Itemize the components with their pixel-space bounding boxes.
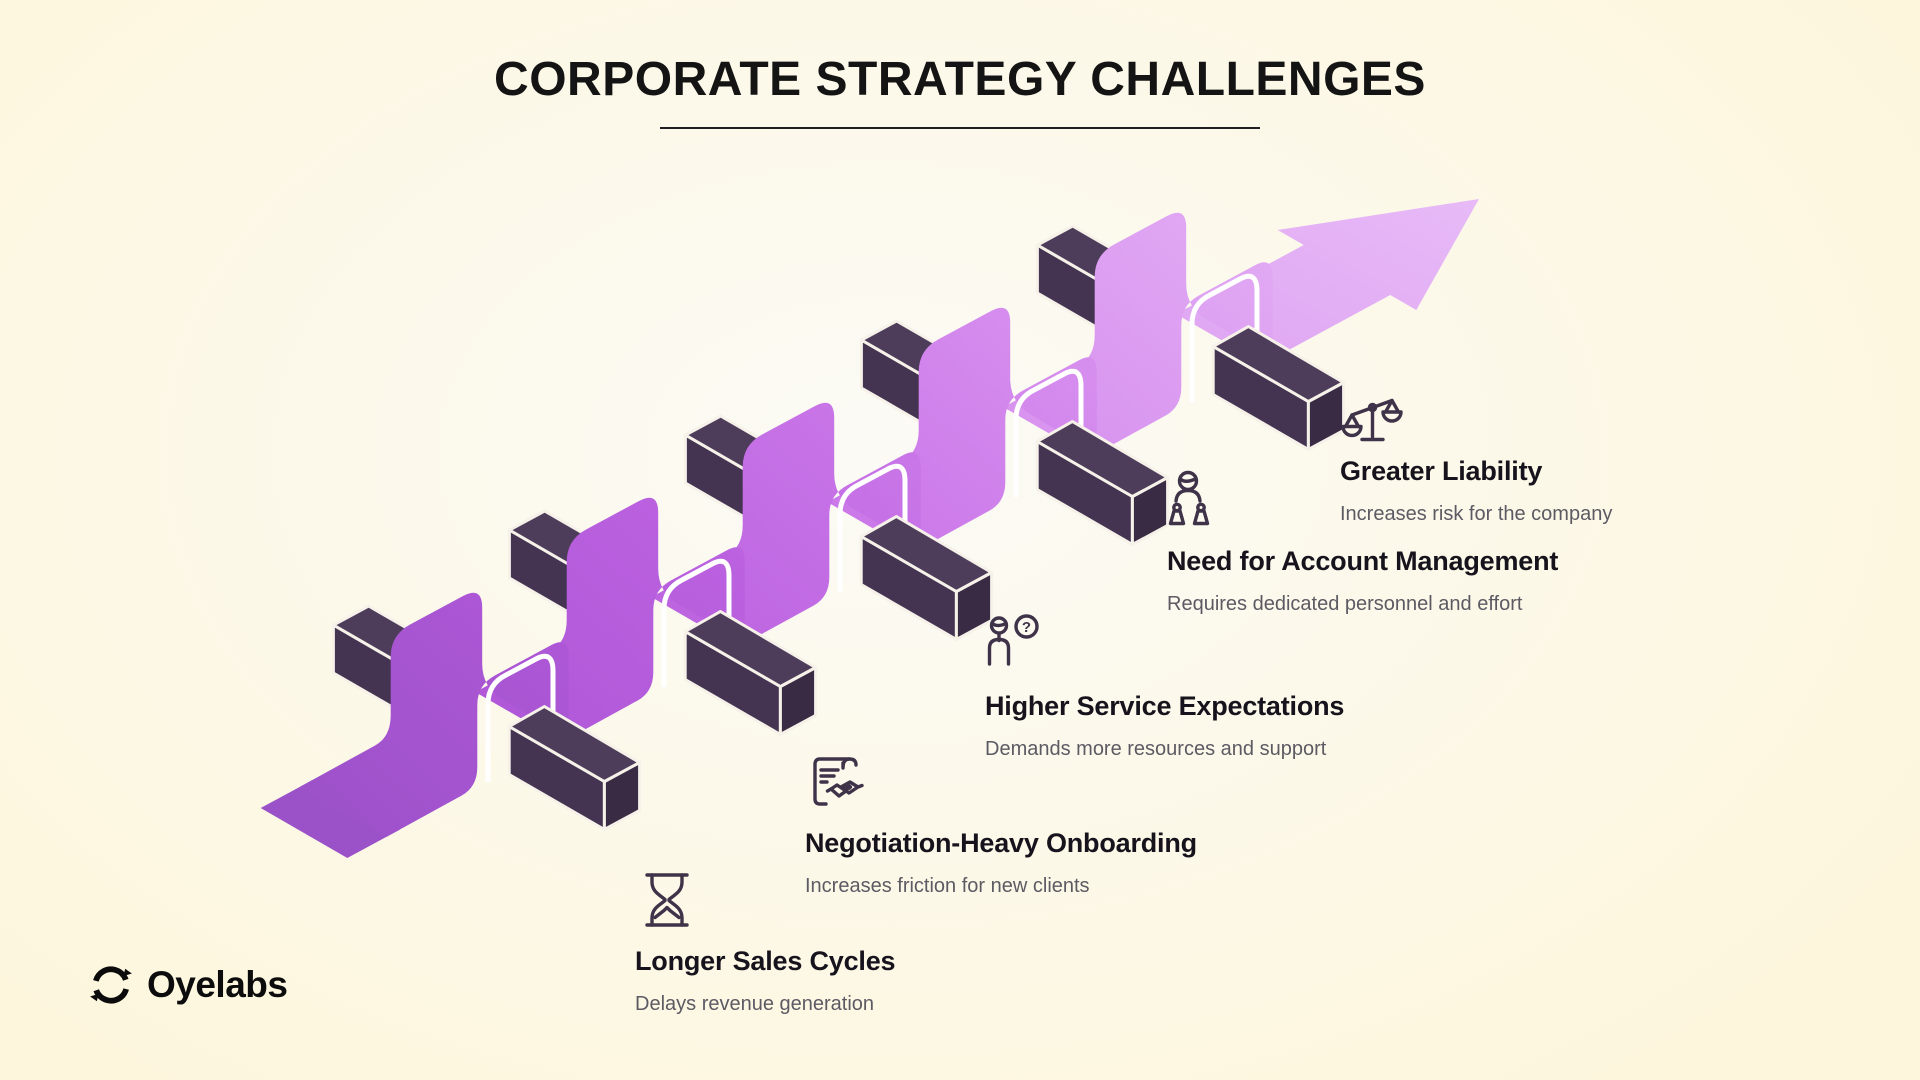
growth-arrow xyxy=(1175,199,1479,364)
challenge-description: Delays revenue generation xyxy=(635,993,875,1015)
brand-name: Oyelabs xyxy=(147,964,288,1005)
challenge-description: Requires dedicated personnel and effort xyxy=(1167,593,1523,615)
challenge-item-need-for-account-management: Need for Account Management Requires ded… xyxy=(1167,468,1558,616)
brand-logo: Oyelabs xyxy=(88,962,288,1008)
page-title: CORPORATE STRATEGY CHALLENGES xyxy=(494,53,1426,106)
challenge-description: Demands more resources and support xyxy=(985,738,1327,760)
challenge-title: Need for Account Management xyxy=(1167,546,1559,576)
svg-text:?: ? xyxy=(1022,619,1031,636)
challenge-description: Increases friction for new clients xyxy=(805,875,1090,897)
challenge-title: Negotiation-Heavy Onboarding xyxy=(805,828,1197,858)
person-question-icon: ? xyxy=(987,614,1039,666)
challenge-item-longer-sales-cycles: Longer Sales Cycles Delays revenue gener… xyxy=(635,868,896,1016)
scales-icon xyxy=(1341,398,1403,442)
challenge-item-negotiation-heavy-onboarding: Negotiation-Heavy Onboarding Increases f… xyxy=(805,750,1197,898)
challenge-description: Increases risk for the company xyxy=(1340,503,1613,525)
contract-handshake-icon xyxy=(813,757,864,806)
hurdle-1 xyxy=(260,592,642,858)
ribbon-tail xyxy=(260,779,401,858)
challenge-title: Higher Service Expectations xyxy=(985,691,1345,721)
hourglass-icon xyxy=(645,873,689,927)
account-management-icon xyxy=(1168,470,1210,526)
challenge-item-greater-liability: Greater Liability Increases risk for the… xyxy=(1340,386,1612,526)
challenge-title: Greater Liability xyxy=(1340,456,1543,486)
title-underline xyxy=(660,127,1260,129)
circular-arrows-icon xyxy=(90,966,132,1004)
challenge-title: Longer Sales Cycles xyxy=(635,946,896,976)
challenge-item-higher-service-expectations: ? Higher Service Expectations Demands mo… xyxy=(985,613,1344,761)
